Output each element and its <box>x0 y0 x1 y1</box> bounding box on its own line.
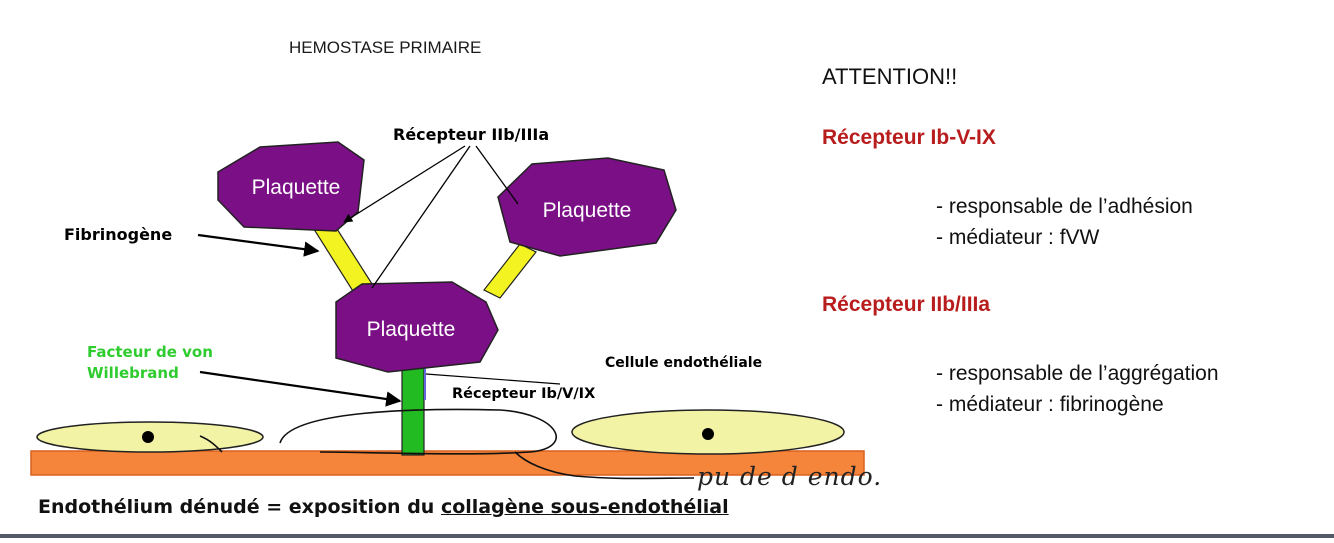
bullet-item: - responsable de l’adhésion <box>936 195 1193 218</box>
arrow-recepteur-iib-1 <box>343 145 466 223</box>
receptor-title-iib-iiia: Récepteur IIb/IIIa <box>822 293 991 316</box>
platelet-top-left: Plaquette <box>217 141 365 232</box>
handdrawn-loop <box>279 408 557 455</box>
attention-panel: ATTENTION!! Récepteur Ib-V-IX - responsa… <box>822 0 1322 538</box>
hemostasis-diagram: Plaquette Plaquette Plaquette HEMOSTASE … <box>30 38 883 518</box>
platelet-label: Plaquette <box>252 176 341 199</box>
caption-underlined: collagène sous-endothélial <box>440 496 729 518</box>
line-recepteur-ib <box>425 373 561 385</box>
attention-heading: ATTENTION!! <box>822 64 958 89</box>
fibrinogen-bridge-right <box>483 243 537 299</box>
cell-nucleus-right <box>702 428 714 440</box>
diagram-caption: Endothélium dénudé = exposition du colla… <box>38 496 729 518</box>
label-recepteur-ib-v-ix: Récepteur Ib/V/IX <box>452 386 596 402</box>
receptor-bullets-iib-iiia: - responsable de l’aggrégation - médiate… <box>936 358 1219 420</box>
handdrawn-tail <box>514 451 695 480</box>
arrow-recepteur-iib-2 <box>371 145 471 289</box>
diagram-title: HEMOSTASE PRIMAIRE <box>289 38 482 57</box>
label-vwf-line1: Facteur de von <box>87 343 213 361</box>
arrow-fibrinogene <box>197 233 320 257</box>
bullet-item: - médiateur : fVW <box>936 226 1100 249</box>
bottom-divider <box>0 534 1334 538</box>
receptor-bullets-ib-v-ix: - responsable de l’adhésion - médiateur … <box>936 191 1193 253</box>
handwritten-note: pu de d endo. <box>697 462 883 491</box>
label-recepteur-iib-iiia: Récepteur IIb/IIIa <box>393 125 550 144</box>
diagram-canvas: Plaquette Plaquette Plaquette <box>30 141 865 480</box>
label-cellule-endotheliale: Cellule endothéliale <box>605 355 763 371</box>
label-fibrinogene: Fibrinogène <box>64 225 173 244</box>
bullet-item: - médiateur : fibrinogène <box>936 393 1164 416</box>
receptor-title-ib-v-ix: Récepteur Ib-V-IX <box>822 126 996 149</box>
arrow-recepteur-iib-3 <box>475 145 519 205</box>
arrow-von-willebrand <box>199 370 402 407</box>
platelet-label: Plaquette <box>543 199 632 222</box>
platelet-center: Plaquette <box>335 281 499 373</box>
label-vwf-line2: Willebrand <box>87 364 179 382</box>
label-facteur-von-willebrand: Facteur de von Willebrand <box>87 342 213 384</box>
cell-nucleus-left <box>142 431 154 443</box>
bullet-item: - responsable de l’aggrégation <box>936 362 1219 385</box>
platelet-top-right: Plaquette <box>497 157 677 257</box>
caption-prefix: Endothélium dénudé = exposition du <box>38 496 441 518</box>
subendothelium-layer <box>30 450 865 476</box>
handdrawn-hook <box>199 435 223 453</box>
platelet-label: Plaquette <box>367 318 456 341</box>
